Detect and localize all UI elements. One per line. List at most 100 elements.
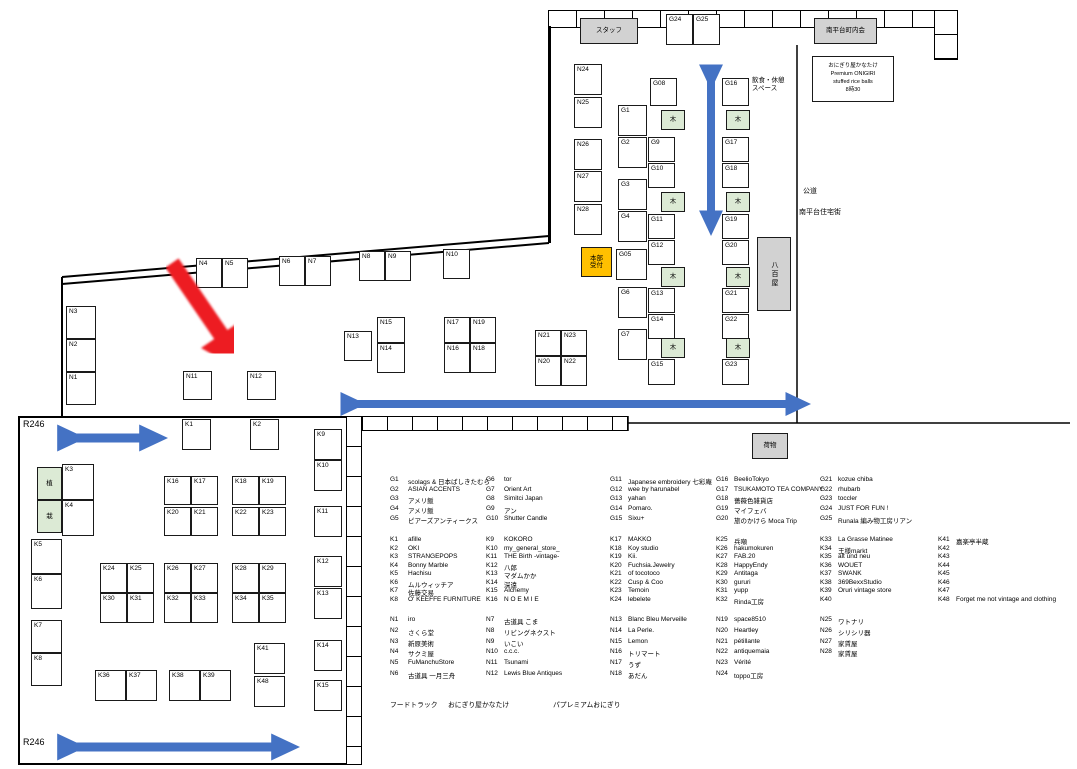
- legend-entry-name: Heartley: [734, 626, 759, 634]
- booth-N22: N22: [561, 356, 587, 386]
- legend-entry-name: 古道具 一月三舟: [408, 672, 456, 680]
- booth-G9: G9: [648, 137, 675, 162]
- legend-entry-name: リビングネクスト: [504, 629, 556, 637]
- booth-木: 木: [661, 267, 685, 287]
- legend-entry-name: 嘉楽亭半蔵: [956, 539, 989, 546]
- booth-G13: G13: [648, 288, 675, 313]
- booth-K37: K37: [126, 670, 157, 701]
- legend-entry-name: Rinda工房: [734, 598, 764, 606]
- booth-八百屋: 八百屋: [757, 237, 791, 311]
- legend-entry-id: G6: [486, 476, 495, 483]
- legend-entry-id: K31: [716, 587, 728, 594]
- legend-entry-name: ASIAN ACCENTS: [408, 485, 461, 493]
- legend-entry-id: K12: [486, 561, 498, 569]
- legend-entry-name: 新原美術: [408, 640, 434, 648]
- booth-N19: N19: [470, 317, 496, 343]
- booth-おにぎり屋かなたけ: おにぎり屋かなたけ Premium ONIGIRI stuffed rice b…: [812, 56, 894, 102]
- legend-entry-name: Japanese embroidery 七彩庵: [628, 479, 712, 486]
- legend-entry-name: HappyEndy: [734, 561, 768, 569]
- booth-K19: K19: [259, 476, 286, 505]
- legend-entry-name: Forget me not vintage and clothing: [956, 595, 1057, 603]
- legend-footer-item: パプレミアムおにぎり: [553, 702, 621, 709]
- legend-entry-id: N28: [820, 648, 832, 656]
- legend-entry-id: G9: [486, 505, 495, 513]
- legend-entry-id: N13: [610, 616, 622, 623]
- legend-entry-name: Temoin: [628, 587, 649, 594]
- legend-entry-id: G14: [610, 505, 623, 513]
- legend-entry-name: 古道具 こま: [504, 619, 539, 626]
- booth-植: 植: [37, 467, 62, 500]
- legend-entry-id: K44: [938, 561, 950, 569]
- legend-entry-name: さくら堂: [408, 629, 434, 637]
- legend-entry-name: toccler: [838, 495, 858, 503]
- booth-G20: G20: [722, 240, 749, 265]
- booth-N12: N12: [247, 371, 276, 400]
- legend-entry-id: G16: [716, 476, 729, 483]
- legend-entry-name: WOUET: [838, 561, 863, 569]
- booth-K8: K8: [31, 653, 62, 686]
- booth-N3: N3: [66, 306, 96, 339]
- booth-K1: K1: [182, 419, 211, 450]
- booth-K30: K30: [100, 593, 127, 623]
- booth-N6: N6: [279, 256, 305, 286]
- legend-entry-name: pétillante: [734, 637, 761, 645]
- legend-entry-id: K42: [938, 544, 950, 552]
- legend-entry-name: 薔薇色雑貨店: [734, 498, 773, 506]
- road-label-r246-bottom: R246: [23, 737, 45, 747]
- booth-K10: K10: [314, 460, 342, 491]
- legend-entry-id: K26: [716, 544, 728, 552]
- legend-entry-id: N18: [610, 669, 622, 677]
- booth-K3: K3: [62, 464, 94, 500]
- legend-entry-id: G20: [716, 514, 729, 522]
- booth-栽: 栽: [37, 500, 62, 533]
- legend-entry-name: Lemon: [628, 637, 648, 645]
- booth-N9: N9: [385, 251, 411, 281]
- booth-K26: K26: [164, 563, 191, 593]
- legend-entry-name: マダムかか: [504, 573, 537, 580]
- legend-entry-name: FAB.20: [734, 553, 756, 560]
- booth-K27: K27: [191, 563, 218, 593]
- legend-entry-K43: K43: [938, 553, 1056, 562]
- booth-K24: K24: [100, 563, 127, 593]
- legend-entry-id: N20: [716, 626, 728, 634]
- booth-木: 木: [726, 338, 750, 358]
- booth-K21: K21: [191, 507, 218, 536]
- legend-entry-name: of tocotoco: [628, 570, 660, 577]
- booth-N17: N17: [444, 317, 470, 343]
- booth-K34: K34: [232, 593, 259, 623]
- legend-entry-name: Lewis Blue Antiques: [504, 669, 563, 677]
- booth-スタッフ: スタッフ: [580, 18, 638, 44]
- legend-entry-id: K6: [390, 578, 398, 586]
- legend-entry-name: サクミ屋: [408, 651, 434, 659]
- legend-entry-name: あだん: [628, 672, 648, 680]
- legend-entry-id: K43: [938, 553, 950, 560]
- booth-N14: N14: [377, 343, 405, 373]
- booth-K29: K29: [259, 563, 286, 593]
- legend-entry-name: Vérité: [734, 659, 751, 667]
- legend-entry-id: N16: [610, 648, 622, 656]
